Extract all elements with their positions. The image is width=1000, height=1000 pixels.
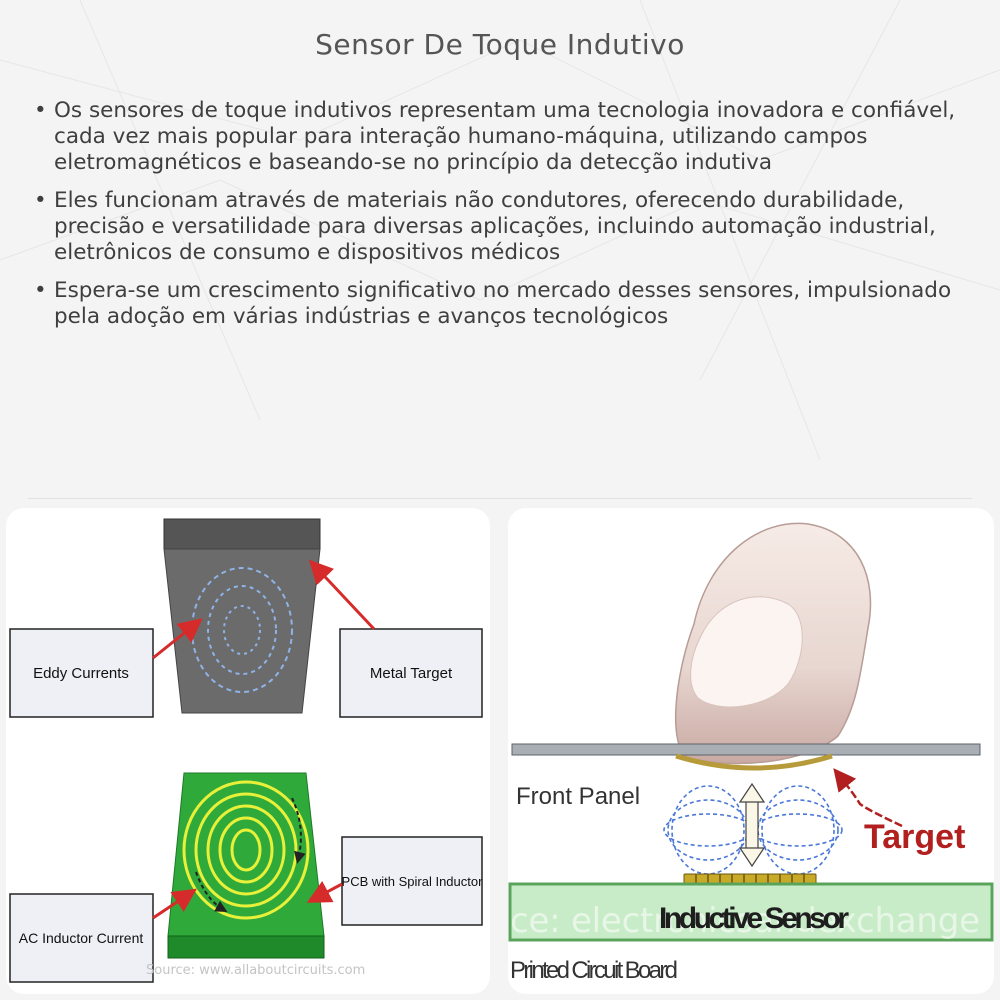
pcb-spiral-label: PCB with Spiral Inductor	[342, 874, 484, 889]
distance-arrow	[738, 782, 766, 868]
target-arrow	[833, 768, 903, 828]
bullet-item: Eles funcionam através de materiais não …	[30, 188, 980, 266]
current-direction-arrow	[291, 797, 306, 864]
printed-circuit-board	[508, 882, 994, 942]
watermark-text: ce: electronicsandexchange	[510, 901, 980, 941]
front-panel-bar	[511, 743, 981, 756]
bullet-list: Os sensores de toque indutivos represent…	[30, 98, 980, 342]
target-strip	[675, 753, 833, 771]
bullet-item: Espera-se um crescimento significativo n…	[30, 278, 980, 330]
finger-illustration	[674, 522, 872, 765]
section-divider	[28, 498, 972, 499]
ac-current-label-box: AC Inductor Current	[9, 893, 154, 983]
front-panel-label: Front Panel	[516, 783, 640, 810]
pcb-block	[167, 772, 325, 959]
inductive-sensor-diagram: Front Panel Target	[508, 508, 994, 994]
pcb-label: Printed Circuit Board	[510, 957, 678, 984]
eddy-current-loops	[191, 567, 293, 693]
pcb-arrow	[306, 880, 343, 903]
inductive-sensor-label: Inductive Sensor	[659, 902, 849, 935]
pcb-label-box: PCB with Spiral Inductor	[341, 836, 484, 926]
eddy-currents-label-box: Eddy Currents	[9, 628, 154, 718]
metal-target-label: Metal Target	[370, 665, 453, 682]
target-label: Target	[864, 818, 965, 856]
metal-target-label-box: Metal Target	[339, 628, 483, 718]
bullet-item: Os sensores de toque indutivos represent…	[30, 98, 980, 176]
eddy-currents-label: Eddy Currents	[33, 665, 129, 682]
ac-arrow	[152, 888, 197, 920]
metal-target-block	[163, 518, 321, 714]
eddy-current-diagram: Eddy Currents Metal Target PCB with Spir…	[6, 508, 490, 994]
ac-current-label: AC Inductor Current	[19, 930, 144, 946]
source-credit: Source: www.allaboutcircuits.com	[146, 963, 365, 978]
page-title: Sensor De Toque Indutivo	[315, 28, 685, 61]
metal-arrow	[308, 559, 376, 631]
spiral-inductor	[182, 780, 310, 920]
eddy-arrow	[152, 618, 203, 660]
